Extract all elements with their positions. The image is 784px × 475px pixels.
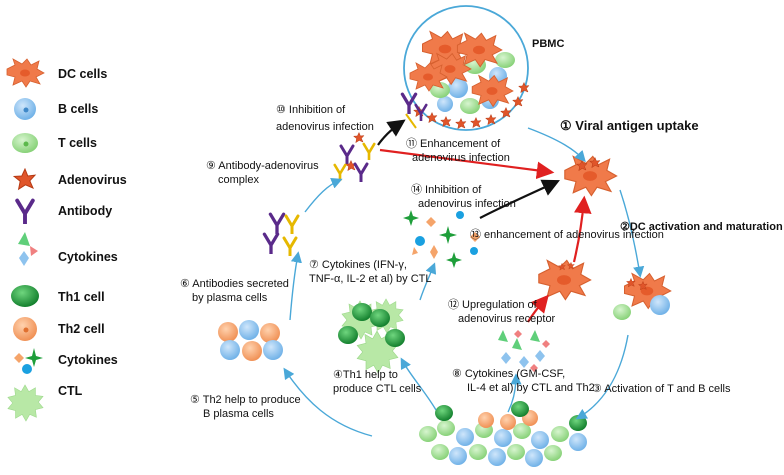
step5-label-line2: B plasma cells	[203, 408, 274, 420]
pbmc-cells	[409, 30, 515, 114]
pbmc-label: PBMC	[532, 38, 565, 50]
arrow-cluster-to-ctl	[400, 357, 437, 411]
step4-label-line2: produce CTL cells	[333, 383, 422, 395]
legend-label-cytokines-small: Cytokines	[58, 353, 118, 367]
cytokines-small-icon	[14, 348, 43, 374]
blue-arrows	[283, 127, 645, 437]
step13-label: ⑬ enhancement of adenovirus infection	[470, 229, 664, 241]
arrow-antibody-to-complex	[304, 178, 343, 213]
legend-label-cytokines: Cytokines	[58, 250, 118, 264]
pbmc-antibodies	[400, 92, 428, 129]
step14-label-line2: adenovirus infection	[418, 198, 516, 210]
legend-label-b-cells: B cells	[58, 102, 99, 116]
ctl-cytokines	[403, 210, 480, 268]
step2-label: ②DC activation and maturation	[620, 221, 783, 233]
step6-label-line1: ⑥ Antibodies secreted	[180, 278, 289, 290]
legend-label-dc: DC cells	[58, 67, 108, 81]
step12-label-line1: ⑫ Upregulation of	[448, 299, 537, 311]
legend-label-ctl: CTL	[58, 384, 83, 398]
arrow-ctl-to-cytokines	[419, 262, 437, 301]
t-cell-icon	[12, 133, 38, 153]
step8-label-line2: IL-4 et al) by CTL and Th2	[467, 382, 595, 394]
step11-label-line2: adenovirus infection	[412, 152, 510, 164]
step9-label-line1: ⑨ Antibody-adenovirus	[206, 160, 319, 172]
step1-label: ① Viral antigen uptake	[560, 118, 699, 133]
step5-label-line1: ⑤ Th2 help to produce	[190, 394, 301, 406]
legend-label-antibody: Antibody	[58, 204, 113, 218]
pbmc-group	[400, 5, 530, 131]
step12-label-line2: adenovirus receptor	[458, 313, 556, 325]
b-cell-icon	[14, 98, 36, 120]
arrow-plasma-to-antibody	[289, 251, 302, 321]
arrow-enhancement-13	[572, 195, 592, 263]
step11-label-line1: ⑪ Enhancement of	[406, 138, 501, 150]
arrow-cluster-to-th2cytokines	[507, 373, 522, 413]
arrow-upregulation	[527, 294, 549, 323]
step6-label-line2: by plasma cells	[192, 292, 268, 304]
adenovirus-icon	[13, 168, 36, 190]
dc-antigen-uptake	[564, 155, 618, 197]
arrow-cluster-to-plasma	[283, 367, 373, 437]
legend-label-th2: Th2 cell	[58, 322, 105, 336]
step7-label-line1: ⑦ Cytokines (IFN-γ,	[309, 259, 407, 271]
th1-cell-icon	[11, 285, 39, 307]
step14-label-line1: ⑭ Inhibition of	[411, 184, 482, 196]
arrow-pbmc-to-dc	[527, 127, 586, 163]
ctl-th2-cytokines	[498, 330, 550, 372]
secreted-antibodies	[262, 212, 300, 256]
legend-label-adenovirus: Adenovirus	[58, 173, 127, 187]
step7-label-line2: TNF-α, IL-2 et al) by CTL	[309, 273, 432, 285]
arrow-mature-to-cluster	[575, 334, 629, 420]
step10-label-line2: adenovirus infection	[276, 121, 374, 133]
legend-label-t-cells: T cells	[58, 136, 97, 150]
dc-mature	[613, 272, 672, 320]
step4-label-line1: ④Th1 help to	[333, 369, 398, 381]
dc-upregulated	[538, 259, 592, 301]
step9-label-line2: complex	[218, 174, 259, 186]
th1-ctl-cluster	[338, 298, 405, 374]
cytokines-icon	[18, 232, 38, 266]
antibody-icon	[17, 201, 33, 224]
step10-label-line1: ⑩ Inhibition of	[276, 104, 346, 116]
step8-label-line1: ⑧ Cytokines (GM-CSF,	[452, 368, 566, 380]
red-arrows	[379, 148, 592, 323]
antibody-adenovirus-complex	[333, 132, 376, 182]
legend	[6, 58, 45, 422]
arrow-inhibition-14	[479, 179, 560, 219]
legend-label-th1: Th1 cell	[58, 290, 105, 304]
th2-cell-icon	[13, 317, 37, 341]
activated-t-b-cluster	[419, 401, 587, 467]
black-arrows	[377, 119, 560, 219]
dc-cell-icon	[6, 58, 45, 88]
arrow-inhibition-10	[377, 119, 406, 146]
step3-label: ③ Activation of T and B cells	[592, 383, 731, 395]
ctl-icon	[7, 384, 44, 422]
arrow-complex-enhancement	[379, 148, 555, 180]
arrow-dc-to-mature	[619, 189, 645, 278]
plasma-cell-cluster	[218, 320, 283, 361]
